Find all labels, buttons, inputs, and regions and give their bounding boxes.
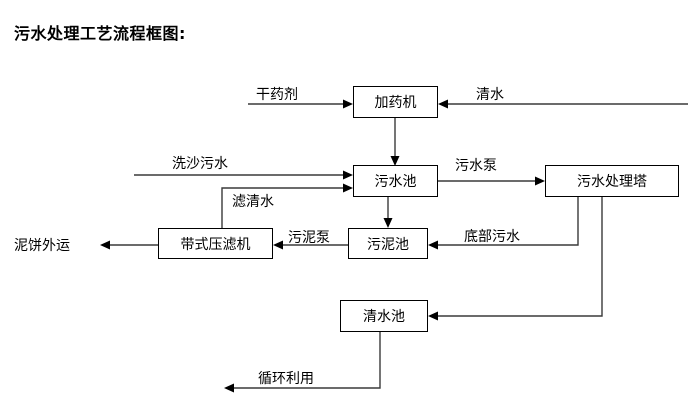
node-belt-filter-press[interactable]: 带式压滤机 <box>158 228 273 259</box>
arrowhead-dosing-to-pool <box>390 156 400 166</box>
edge-label-sand-wash-wastewater: 洗沙污水 <box>172 156 228 172</box>
wire-tower-to-clearwater <box>436 197 603 317</box>
edge-label-dry-chemical: 干药剂 <box>256 87 298 103</box>
page-title: 污水处理工艺流程框图: <box>14 24 186 43</box>
arrowhead-dry-chemical <box>343 99 353 109</box>
wire-filtered-water <box>221 187 345 228</box>
node-clear-water-pool-label: 清水池 <box>363 309 405 325</box>
arrowhead-bottom-wastewater <box>428 240 438 250</box>
node-treatment-tower[interactable]: 污水处理塔 <box>545 165 679 197</box>
node-sludge-pool[interactable]: 污泥池 <box>348 228 428 259</box>
arrowhead-sludge-pump <box>273 240 283 250</box>
node-dosing-machine[interactable]: 加药机 <box>353 86 438 118</box>
node-clear-water-pool[interactable]: 清水池 <box>340 300 428 332</box>
node-dosing-machine-label: 加药机 <box>374 95 417 111</box>
arrowhead-recycle <box>224 383 234 393</box>
edge-label-bottom-wastewater: 底部污水 <box>464 229 520 245</box>
arrowhead-filtered-water <box>343 183 353 193</box>
edge-label-sludge-pump: 污泥泵 <box>288 230 330 246</box>
node-wastewater-pool[interactable]: 污水池 <box>353 165 438 197</box>
node-belt-filter-press-label: 带式压滤机 <box>180 236 251 253</box>
node-wastewater-pool-label: 污水池 <box>374 174 417 190</box>
arrowhead-wastewater-pump <box>535 176 545 186</box>
arrowhead-sand-wash <box>343 170 353 180</box>
wire-recycle <box>232 332 381 389</box>
node-sludge-pool-label: 污泥池 <box>367 236 409 253</box>
edge-label-filtered-clear-water: 滤清水 <box>232 194 274 210</box>
arrowhead-tower-to-clearwater <box>428 311 438 321</box>
end-label-recycle-reuse: 循环利用 <box>258 371 314 387</box>
end-label-mud-cake-output: 泥饼外运 <box>14 238 70 254</box>
arrowhead-pool-to-sludge <box>383 218 393 228</box>
arrowhead-clean-water <box>438 99 448 109</box>
node-treatment-tower-label: 污水处理塔 <box>577 174 647 190</box>
arrowhead-mud-cake <box>100 240 110 250</box>
edge-label-clean-water: 清水 <box>476 87 504 103</box>
edge-label-wastewater-pump: 污水泵 <box>455 158 497 174</box>
wire-bottom-wastewater <box>436 197 579 246</box>
